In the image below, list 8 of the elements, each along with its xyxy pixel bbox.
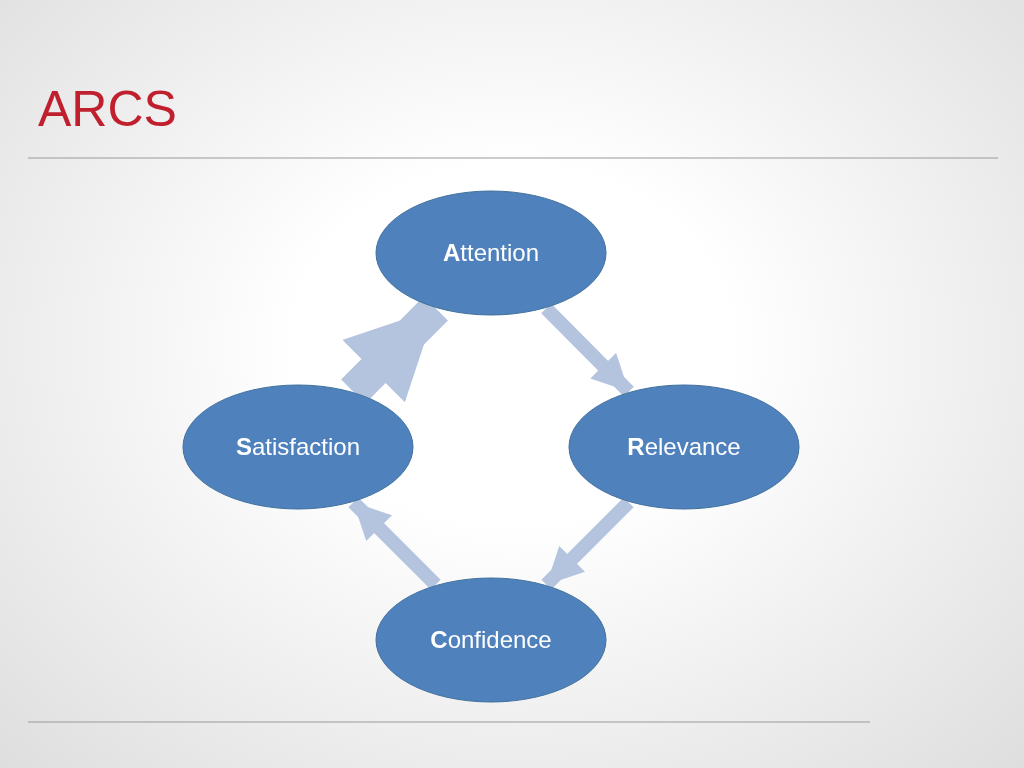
- node-label: Confidence: [430, 626, 552, 654]
- arrow: [541, 497, 634, 590]
- arrow: [541, 303, 634, 397]
- node-label: Attention: [442, 239, 540, 267]
- node-label: Relevance: [627, 433, 741, 461]
- arrow: [348, 497, 441, 590]
- node-label: Satisfaction: [235, 433, 361, 461]
- slide-title: ARCS: [38, 84, 177, 134]
